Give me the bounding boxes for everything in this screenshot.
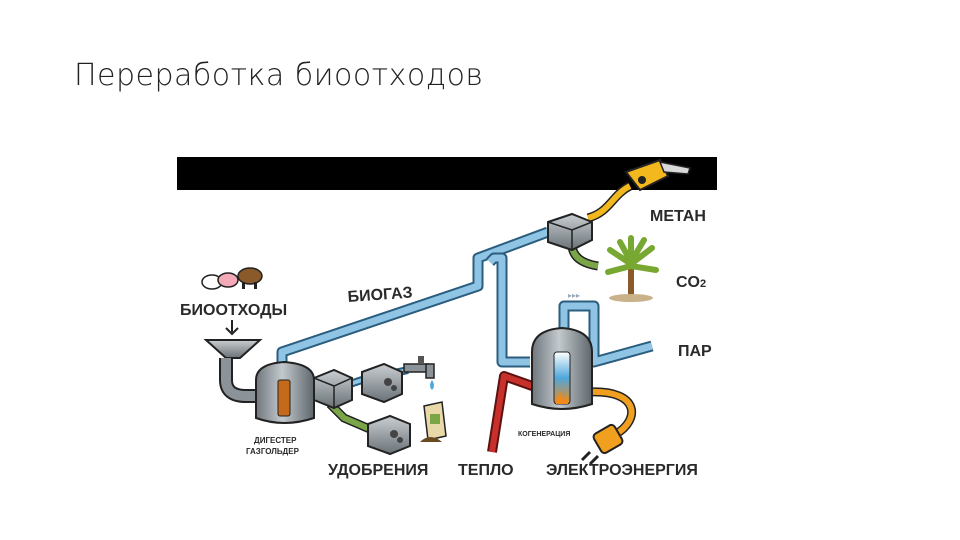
label-gasholder: ГАЗГОЛЬДЕР <box>246 447 300 456</box>
cogeneration-tank-icon <box>531 326 593 410</box>
label-co2: CO2 <box>676 274 706 291</box>
power-plug-icon <box>580 423 624 466</box>
slide-title: Переработка биоотходов <box>74 58 484 93</box>
label-heat: ТЕПЛО <box>458 462 514 479</box>
digester-tank-icon <box>255 360 315 424</box>
label-cogeneration: КОГЕНЕРАЦИЯ <box>518 431 570 438</box>
steam-arrows: ▸▸▸ <box>568 291 580 300</box>
gas-separator-box <box>547 212 593 252</box>
down-arrow-icon <box>225 320 239 336</box>
label-electricity: ЭЛЕКТРОЭНЕРГИЯ <box>546 462 698 479</box>
water-tap-icon <box>403 356 435 390</box>
cogeneration-gas-pipe <box>486 252 530 368</box>
label-steam: ПАР <box>678 343 712 360</box>
label-biowaste: БИООТХОДЫ <box>180 302 287 319</box>
label-methane: МЕТАН <box>650 208 706 225</box>
farm-animals-icon <box>201 267 263 290</box>
pump-unit <box>361 362 403 404</box>
fertilizer-unit <box>367 414 411 456</box>
label-digester: ДИГЕСТЕР <box>254 436 297 445</box>
biogas-pipe <box>276 226 550 370</box>
label-fertilizers: УДОБРЕНИЯ <box>328 462 428 479</box>
tree-icon <box>605 235 659 302</box>
separator-unit-1 <box>313 368 353 410</box>
label-biogas: БИОГАЗ <box>347 284 413 305</box>
fertilizer-bag-icon <box>420 401 447 442</box>
funnel-icon <box>203 339 263 403</box>
fuel-nozzle-icon <box>624 158 691 192</box>
